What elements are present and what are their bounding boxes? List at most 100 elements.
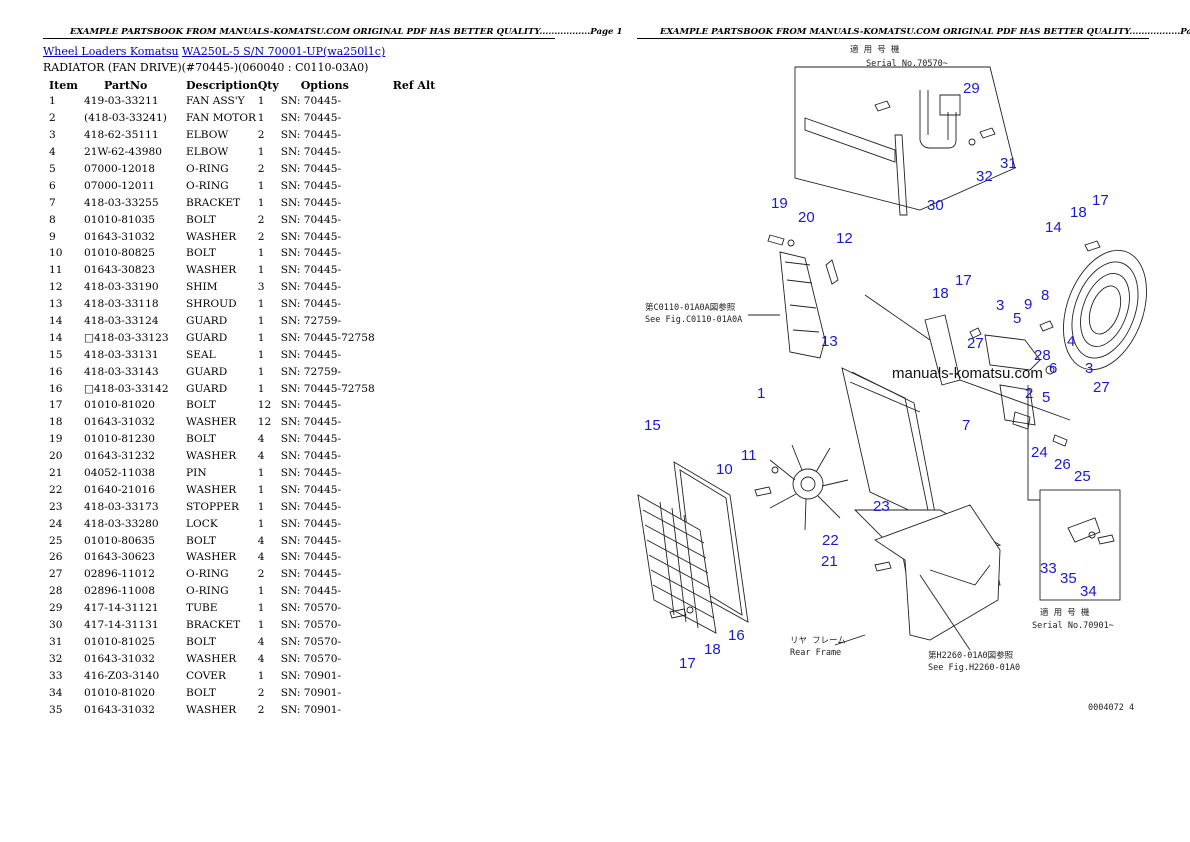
breadcrumb-link-model[interactable]: WA250L-5 S/N 70001-UP(wa250l1c): [182, 45, 386, 58]
cell-partno: 01643-30623: [84, 551, 155, 564]
cell-ref-alt: [393, 329, 443, 346]
cell-partno: 01010-80825: [84, 247, 155, 260]
cell-ref-alt: [393, 194, 443, 211]
callout-6: 6: [1049, 360, 1057, 377]
cell-description: LOCK: [186, 517, 218, 530]
cell-item: 32: [49, 652, 63, 665]
seal-and-guard-left: [637, 461, 749, 634]
cell-description: O-RING: [186, 568, 229, 581]
cell-partno: 416-Z03-3140: [84, 669, 160, 682]
col-header-options: Options: [300, 78, 349, 92]
callout-3b: 3: [1085, 360, 1093, 377]
cell-description: GUARD: [186, 315, 228, 328]
callout-25: 25: [1074, 468, 1091, 485]
cell-qty: 2: [257, 568, 265, 581]
callout-32: 32: [976, 168, 993, 185]
cell-ref-alt: [393, 701, 443, 718]
cell-ref-alt: [393, 363, 443, 380]
cell-description: ELBOW: [186, 146, 229, 159]
cell-ref-alt: [393, 583, 443, 600]
cell-ref-alt: [393, 414, 443, 431]
callout-29: 29: [963, 80, 980, 97]
cell-qty: 12: [257, 416, 272, 429]
breadcrumb-link-wheel-loaders[interactable]: Wheel Loaders Komatsu: [43, 45, 179, 58]
cell-description: COVER: [186, 669, 226, 682]
cell-options: SN: 70901-: [280, 703, 342, 716]
callout-16: 16: [728, 627, 745, 644]
cell-item: 14: [49, 331, 63, 344]
cell-item: 14: [49, 315, 63, 328]
rear-frame: [853, 504, 1002, 641]
cell-options: SN: 70445-: [280, 483, 342, 496]
cell-qty: 2: [257, 163, 265, 175]
cell-qty: 2: [257, 213, 265, 226]
callout-17: 17: [955, 272, 972, 289]
callout-12: 12: [836, 230, 853, 247]
cell-ref-alt: [393, 515, 443, 532]
cell-description: SEAL: [186, 348, 216, 361]
cell-qty: 2: [257, 686, 265, 699]
col-header-partno: PartNo: [104, 78, 148, 92]
cell-description: PIN: [186, 467, 207, 480]
cell-qty: 1: [257, 500, 265, 513]
cell-qty: 1: [257, 95, 265, 108]
cell-partno: 07000-12011: [84, 179, 155, 192]
table-header-row: Item PartNo Description Qty Options Ref …: [43, 77, 443, 93]
cell-description: WASHER: [186, 450, 237, 463]
cell-item: 21: [49, 467, 63, 480]
callout-22: 22: [822, 532, 839, 549]
cell-item: 30: [49, 619, 63, 632]
cell-ref-alt: [393, 634, 443, 651]
cell-options: SN: 70445-: [280, 196, 342, 209]
cell-partno: 01643-31032: [84, 416, 155, 429]
cell-qty: 3: [257, 281, 265, 294]
section-title: RADIATOR (FAN DRIVE)(#70445-)(060040 : C…: [43, 61, 369, 74]
cell-qty: 1: [257, 264, 265, 277]
callout-19: 19: [771, 195, 788, 212]
cell-item: 28: [49, 585, 63, 598]
cell-description: STOPPER: [186, 500, 239, 513]
callout-34: 34: [1080, 583, 1097, 600]
cell-item: 4: [49, 146, 56, 159]
cell-item: 8: [49, 213, 56, 226]
cell-ref-alt: [393, 93, 443, 110]
cell-options: SN: 72759-: [280, 365, 342, 378]
cell-options: SN: 70445-: [280, 399, 342, 412]
cell-qty: 2: [257, 230, 265, 243]
cell-partno: 01010-81025: [84, 635, 155, 648]
cell-options: SN: 70445-: [280, 467, 342, 480]
cell-options: SN: 70445-: [280, 281, 342, 294]
callout-27b: 27: [1093, 379, 1110, 396]
cell-partno: 01643-31232: [84, 450, 155, 463]
watermark: manuals-komatsu.com: [892, 365, 1043, 382]
callout-5: 5: [1013, 310, 1021, 327]
cell-item: 25: [49, 534, 63, 547]
callout-18b: 18: [1070, 204, 1087, 221]
callout-5b: 5: [1042, 389, 1050, 406]
cell-partno: 417-14-31131: [84, 619, 159, 632]
callout-18: 18: [932, 285, 949, 302]
cell-description: BOLT: [186, 433, 216, 446]
cell-qty: 4: [257, 652, 265, 665]
cell-description: BOLT: [186, 247, 216, 260]
cell-description: WASHER: [186, 703, 237, 716]
cell-partno: 419-03-33211: [84, 95, 159, 108]
fan-guard-right: [1063, 240, 1147, 371]
cell-description: GUARD: [186, 365, 228, 378]
callout-1: 1: [757, 385, 765, 402]
cell-partno: 418-03-33118: [84, 298, 159, 311]
cell-options: SN: 70445-: [280, 568, 342, 581]
cell-ref-alt: [393, 617, 443, 634]
